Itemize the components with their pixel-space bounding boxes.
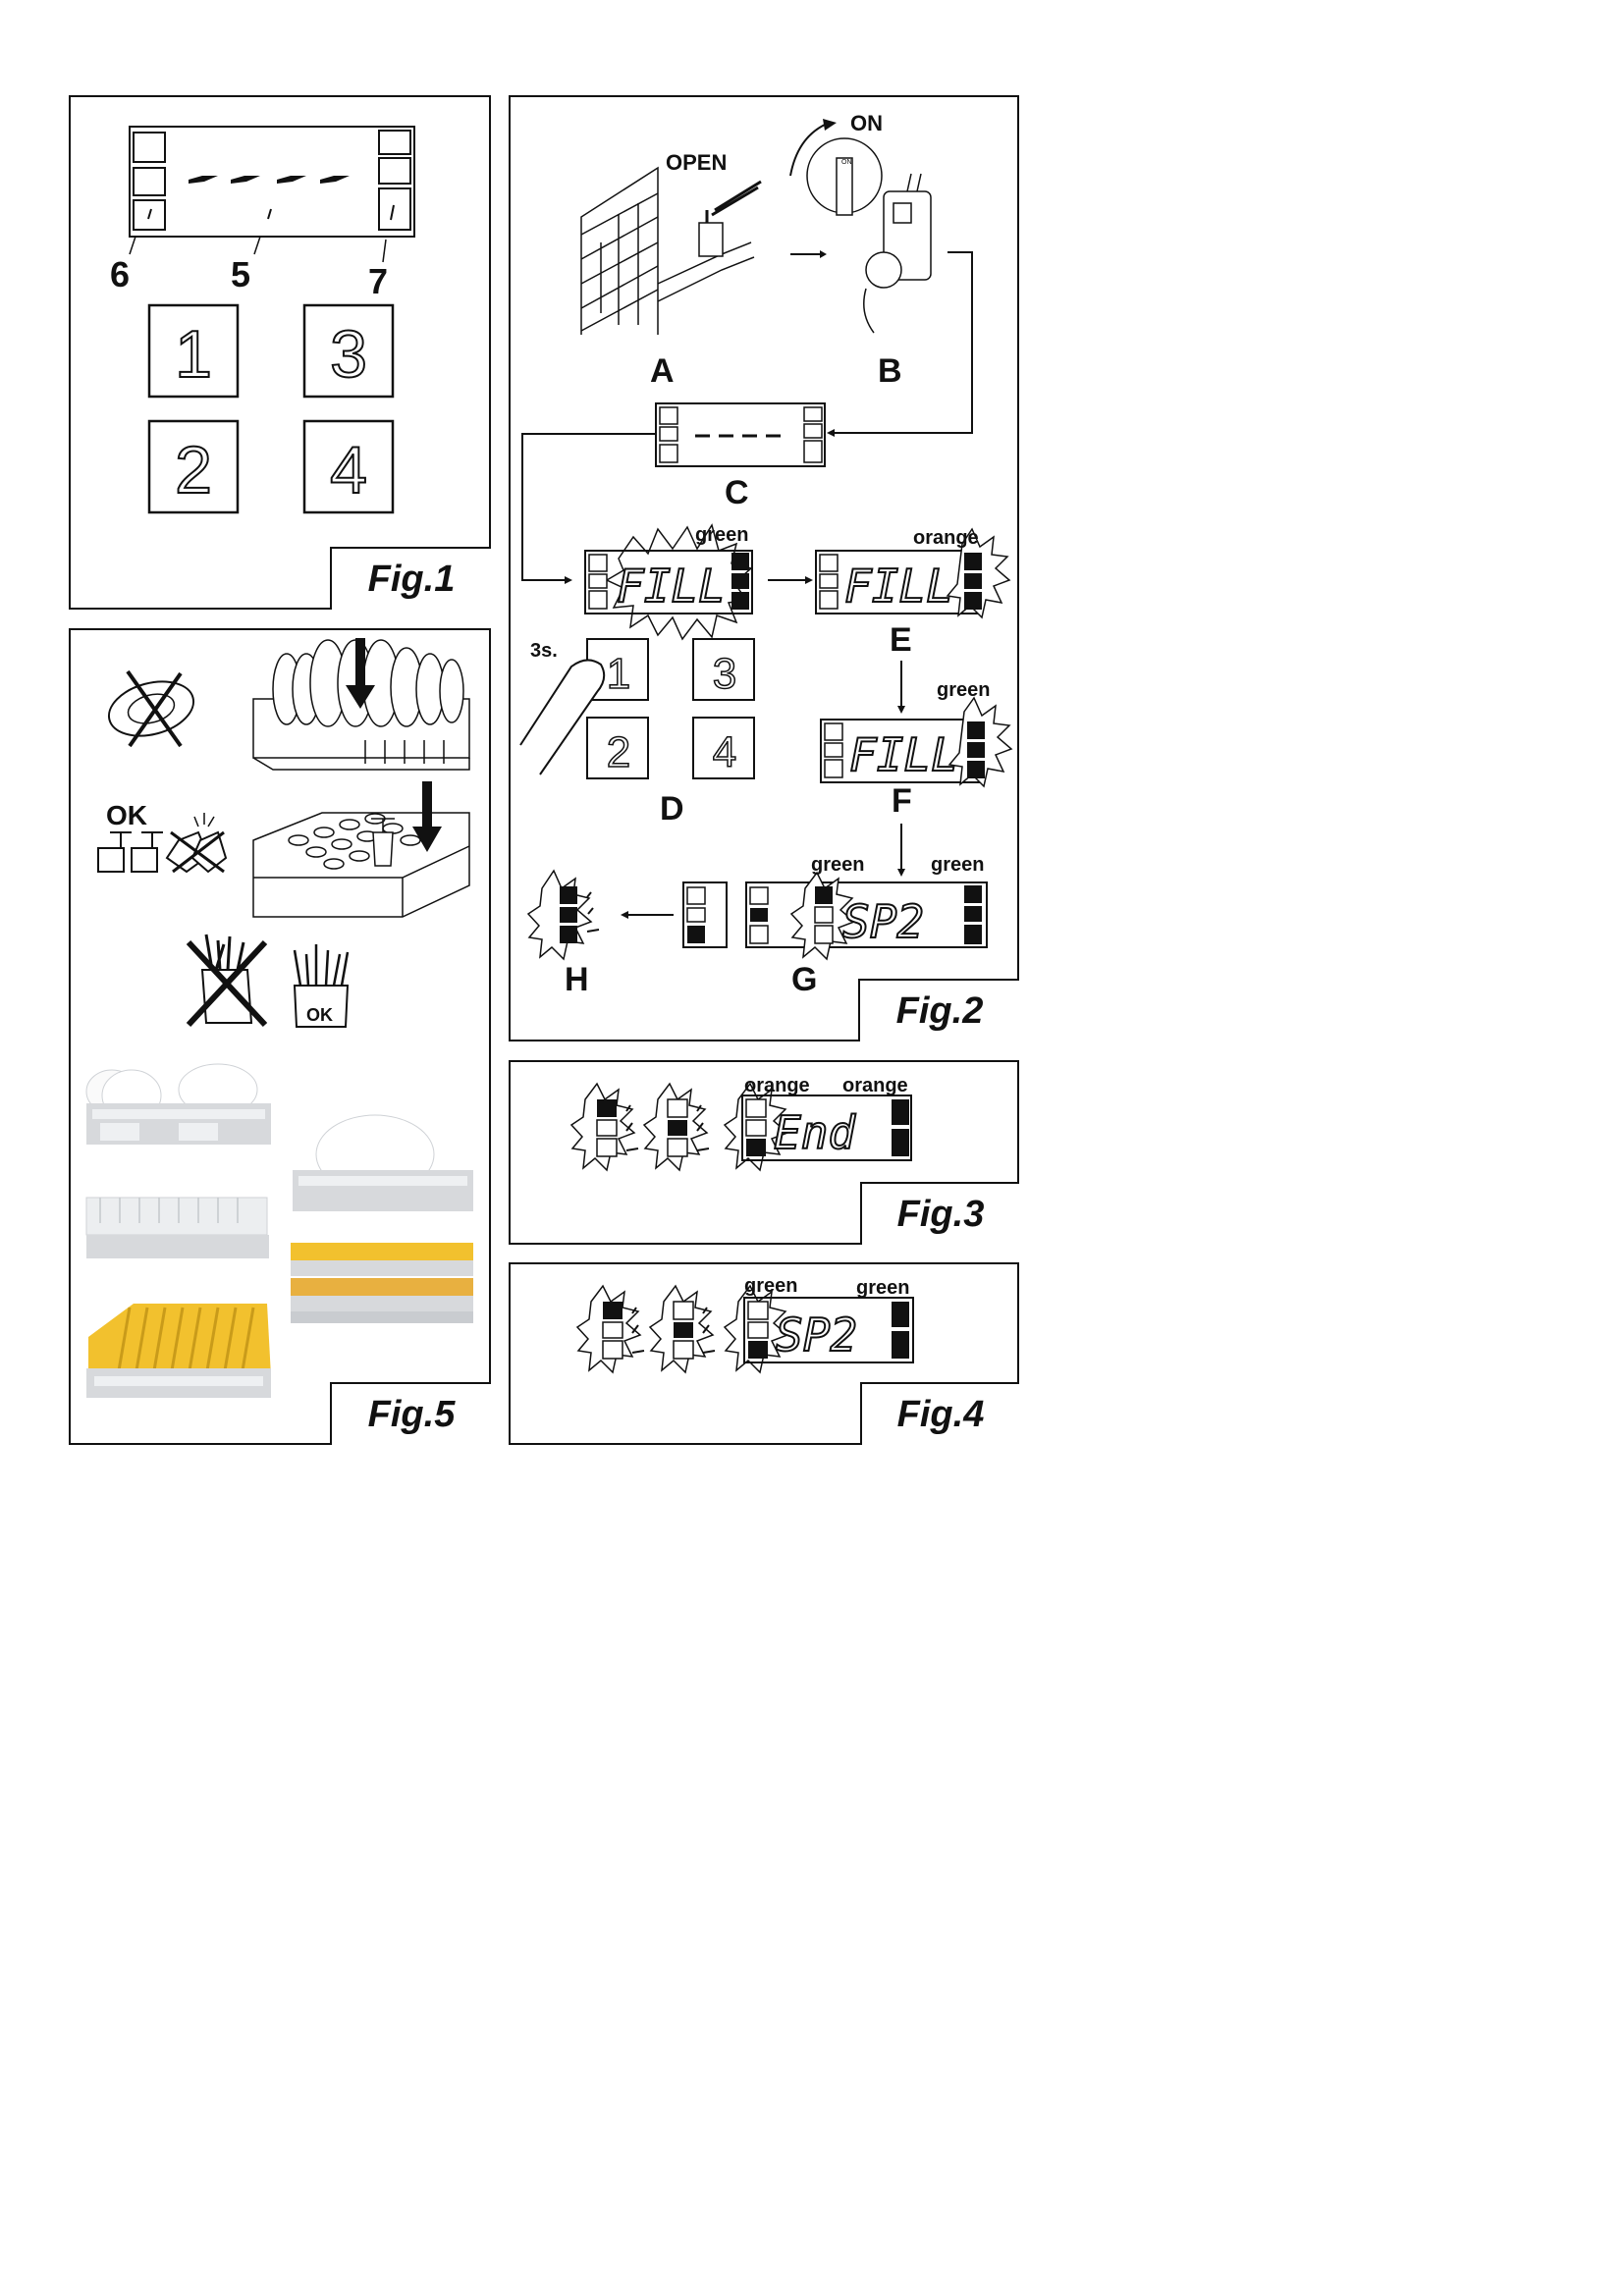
step-h: H	[565, 961, 589, 998]
rack-photo-glasses	[86, 1198, 269, 1258]
wrong-plate-icon	[103, 671, 199, 746]
control-panel-outline	[130, 127, 414, 237]
led-right-middle	[379, 158, 410, 184]
led-label-orange-e: orange	[913, 527, 979, 549]
rack-photo-plates-right	[293, 1115, 473, 1211]
ok-label: OK	[106, 800, 147, 830]
led-label-green-g-right: green	[931, 854, 984, 876]
rack-photo-yellow-trays	[86, 1304, 271, 1398]
step-a: A	[650, 352, 675, 390]
key-1-d-label: 1	[607, 650, 630, 698]
panel-c	[656, 403, 825, 466]
lcd-text-fill-d: FILL	[617, 560, 726, 613]
fig4-panel: SP2 green green Fig.4	[509, 1262, 1019, 1445]
keypad: 1 3 2 4	[149, 305, 393, 512]
cutlery-wrong-icon	[189, 934, 265, 1025]
key-3-label: 3	[330, 317, 367, 392]
fig1-drawing: 6 5 7 1 3 2 4	[71, 97, 493, 612]
key-4-d-label: 4	[713, 728, 736, 776]
lcd-text-sp2-g: SP2	[842, 895, 924, 948]
ok-box-label: OK	[306, 1005, 333, 1025]
lcd-text-fill-e: FILL	[844, 560, 953, 613]
led-label-green-g-left: green	[811, 854, 864, 876]
key-2-d-label: 2	[607, 728, 630, 776]
step-f: F	[892, 782, 912, 820]
led-label-green-left: green	[744, 1275, 797, 1297]
step-b: B	[878, 352, 902, 390]
led-label-green-d: green	[695, 524, 748, 546]
lcd-text-end: End	[774, 1106, 856, 1159]
led-label-orange-right: orange	[842, 1075, 908, 1096]
main-switch-illustration: ON	[807, 138, 931, 333]
arrow-down-icon-2	[422, 781, 432, 830]
press-time-label: 3s.	[530, 640, 558, 662]
keypad-d: 1 3 2 4	[587, 639, 754, 778]
step-g: G	[791, 961, 817, 998]
rack-photo-yellow-stack	[291, 1243, 473, 1323]
fig3-tag: Fig.3	[860, 1182, 1019, 1245]
fig4-tag: Fig.4	[860, 1382, 1019, 1445]
fig4-led-sequence: SP2	[577, 1286, 913, 1372]
led-label-green-f: green	[937, 679, 990, 701]
led-label-green-right: green	[856, 1277, 909, 1299]
fig5-drawing: OK OK	[71, 630, 493, 1447]
led-label-orange-left: orange	[744, 1075, 810, 1096]
rack-photo-plates-left	[86, 1064, 271, 1145]
fig2-drawing: OPEN A ON ON B	[511, 97, 1021, 1043]
step-e: E	[890, 621, 912, 659]
fig1-panel: 6 5 7 1 3 2 4 Fig.1	[69, 95, 491, 610]
fig3-led-sequence: End	[571, 1084, 911, 1170]
lcd-text-sp2-fig4: SP2	[776, 1308, 857, 1362]
led-left-middle	[134, 168, 165, 195]
key-1-label: 1	[175, 317, 212, 392]
callout-5: 5	[231, 254, 250, 294]
lcd-text-fill-f: FILL	[849, 728, 958, 781]
fig2-tag: Fig.2	[858, 979, 1019, 1041]
wall-valve-illustration	[581, 168, 761, 335]
fig5-tag: Fig.5	[330, 1382, 491, 1445]
fig3-panel: End orange orange Fig.3	[509, 1060, 1019, 1245]
callout-7: 7	[368, 261, 388, 301]
key-3-d-label: 3	[713, 650, 736, 698]
open-label: OPEN	[666, 150, 727, 175]
lcd-fill-green: FILL	[821, 698, 1011, 786]
switch-mark: ON	[841, 159, 852, 166]
step-c: C	[725, 474, 749, 511]
callout-6: 6	[110, 254, 130, 294]
key-2-label: 2	[175, 433, 212, 507]
fig2-panel: OPEN A ON ON B	[509, 95, 1019, 1041]
lcd-h	[528, 871, 599, 959]
fig1-tag: Fig.1	[330, 547, 491, 610]
led-right-top	[379, 131, 410, 154]
arrow-down-icon	[355, 638, 365, 689]
cutlery-ok-icon: OK	[295, 944, 348, 1027]
fig5-panel: OK OK	[69, 628, 491, 1445]
lcd-sp2-g: SP2	[683, 873, 987, 959]
led-left-top	[134, 133, 165, 162]
on-label: ON	[850, 111, 883, 135]
led-right-bottom	[379, 188, 410, 230]
step-d: D	[660, 790, 684, 828]
key-4-label: 4	[330, 433, 367, 507]
